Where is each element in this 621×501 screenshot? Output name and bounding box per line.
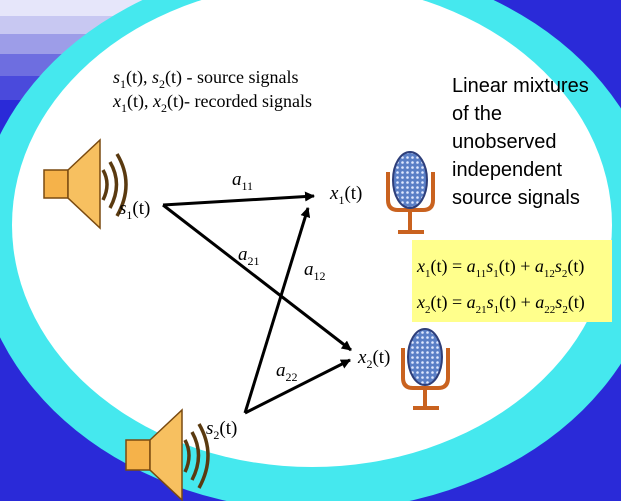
node-x2-label: x2(t)	[357, 347, 390, 371]
equation-x1: x1(t) = a11s1(t) + a12s2(t)	[416, 256, 584, 280]
coefficient-a11: a11	[232, 169, 253, 193]
equation-x2: x2(t) = a21s1(t) + a22s2(t)	[416, 292, 585, 316]
description-line: of the	[452, 103, 502, 125]
speaker-2-icon	[125, 408, 210, 501]
coefficient-a12: a12	[304, 259, 326, 283]
description-line: Linear mixtures	[452, 75, 589, 97]
node-x1-label: x1(t)	[329, 183, 362, 207]
legend-sources: s1(t), s2(t) - source signals	[113, 67, 299, 91]
mixing-arrows	[162, 191, 352, 415]
coefficient-a21: a21	[238, 244, 260, 268]
arrow-s1-to-x2	[162, 203, 352, 352]
equations-highlight	[412, 240, 612, 322]
description-line: source signals	[452, 187, 580, 209]
microphone-2-icon	[401, 328, 450, 410]
node-s1-label: s1(t)	[119, 198, 150, 222]
node-s2-label: s2(t)	[206, 418, 237, 442]
arrow-s1-to-x1	[162, 191, 315, 207]
arrow-s2-to-x1	[243, 207, 311, 414]
description-line: independent	[452, 159, 563, 181]
description-text: Linear mixtures of the unobserved indepe…	[452, 75, 589, 209]
arrow-s2-to-x2	[244, 358, 351, 415]
white-oval	[12, 0, 612, 467]
coefficient-a22: a22	[276, 360, 298, 384]
description-line: unobserved	[452, 131, 557, 153]
speaker-1-icon	[43, 138, 128, 230]
legend-recorded: x1(t), x2(t)- recorded signals	[112, 91, 312, 115]
microphone-1-icon	[386, 151, 435, 234]
